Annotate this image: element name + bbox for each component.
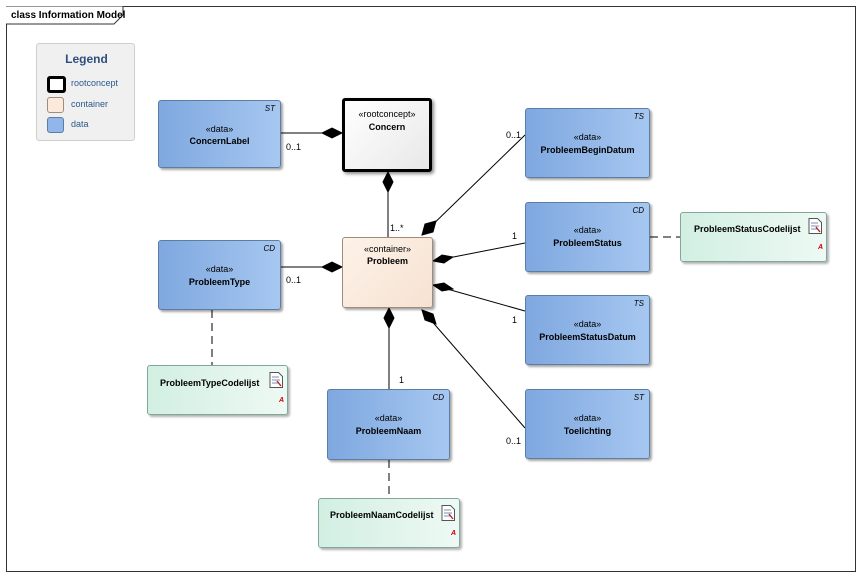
codelist-probleem-status[interactable]: ProbleemStatusCodelijst A [680,212,827,262]
class-probleem-status-datum[interactable]: TS «data» ProbleemStatusDatum [525,295,650,365]
legend: Legend rootconcept container data [36,43,135,141]
codelist-name: ProbleemNaamCodelijst [330,510,434,520]
composition-diamond [383,306,395,330]
document-icon [441,505,455,521]
composition-diamond [421,220,437,236]
class-toelichting[interactable]: ST «data» Toelichting [525,389,650,459]
codelist-probleem-type[interactable]: ProbleemTypeCodelijst A [147,365,288,415]
frame-title: class Information Model [11,10,126,21]
class-probleem-type[interactable]: CD «data» ProbleemType [158,240,281,310]
frame-tab [6,6,124,25]
composition-diamond [320,261,344,273]
composition-diamond [320,127,344,139]
stereotype: «data» [573,132,602,142]
legend-title: Legend [65,52,108,66]
class-name: ProbleemBeginDatum [540,145,635,155]
legend-label: container [71,99,109,109]
edge-probleem-begindatum [421,134,526,236]
multiplicity-label: 1 [512,231,518,241]
stereotype: «data» [374,413,403,423]
datatype-tag: CD [263,244,275,253]
composition-diamond [431,282,455,292]
class-probleem-begin-datum[interactable]: TS «data» ProbleemBeginDatum [525,108,650,178]
legend-swatch [47,117,64,133]
composition-diamond [431,254,455,264]
multiplicity-label: 1..* [390,223,404,233]
class-name: ProbleemType [188,277,251,287]
datatype-tag: ST [633,393,644,402]
composition-diamond [382,170,394,194]
datatype-tag: TS [633,299,644,308]
legend-swatch [47,97,64,113]
class-name: ProbleemNaam [355,426,422,436]
class-name: Concern [368,122,406,132]
datatype-tag: ST [264,104,275,113]
class-concern-label[interactable]: ST «data» ConcernLabel [158,100,281,168]
class-name: ConcernLabel [189,136,250,146]
class-probleem[interactable]: «container» Probleem [342,237,433,308]
legend-label: rootconcept [71,78,119,88]
codelist-name: ProbleemTypeCodelijst [160,378,260,388]
alert-marker: A [818,244,824,251]
datatype-tag: CD [432,393,444,402]
multiplicity-label: 0..1 [286,275,302,285]
codelist-name: ProbleemStatusCodelijst [694,224,801,234]
edge-probleem-toelichting [421,309,526,429]
class-name: Toelichting [563,426,612,436]
class-name: ProbleemStatusDatum [539,332,636,342]
codelist-probleem-naam[interactable]: ProbleemNaamCodelijst A [318,498,460,548]
stereotype: «data» [205,264,234,274]
class-concern[interactable]: «rootconcept» Concern [342,98,432,172]
alert-marker: A [451,530,457,537]
class-probleem-naam[interactable]: CD «data» ProbleemNaam [327,389,450,460]
legend-label: data [71,119,89,129]
multiplicity-label: 0..1 [506,436,522,446]
multiplicity-label: 0..1 [286,142,302,152]
multiplicity-label: 1 [512,315,518,325]
stereotype: «container» [363,244,412,254]
stereotype: «data» [573,225,602,235]
document-icon [269,372,283,388]
class-probleem-status[interactable]: CD «data» ProbleemStatus [525,202,650,272]
stereotype: «data» [205,124,234,134]
datatype-tag: TS [633,112,644,121]
class-name: ProbleemStatus [553,238,622,248]
stereotype: «rootconcept» [358,109,416,119]
stereotype: «data» [573,319,602,329]
multiplicity-label: 1 [399,375,405,385]
stereotype: «data» [573,413,602,423]
composition-diamond [421,309,437,325]
alert-marker: A [279,397,285,404]
legend-swatch [47,76,66,93]
diagram-frame [6,6,856,572]
datatype-tag: CD [632,206,644,215]
document-icon [808,218,822,234]
multiplicity-label: 0..1 [506,130,522,140]
class-name: Probleem [366,256,408,266]
